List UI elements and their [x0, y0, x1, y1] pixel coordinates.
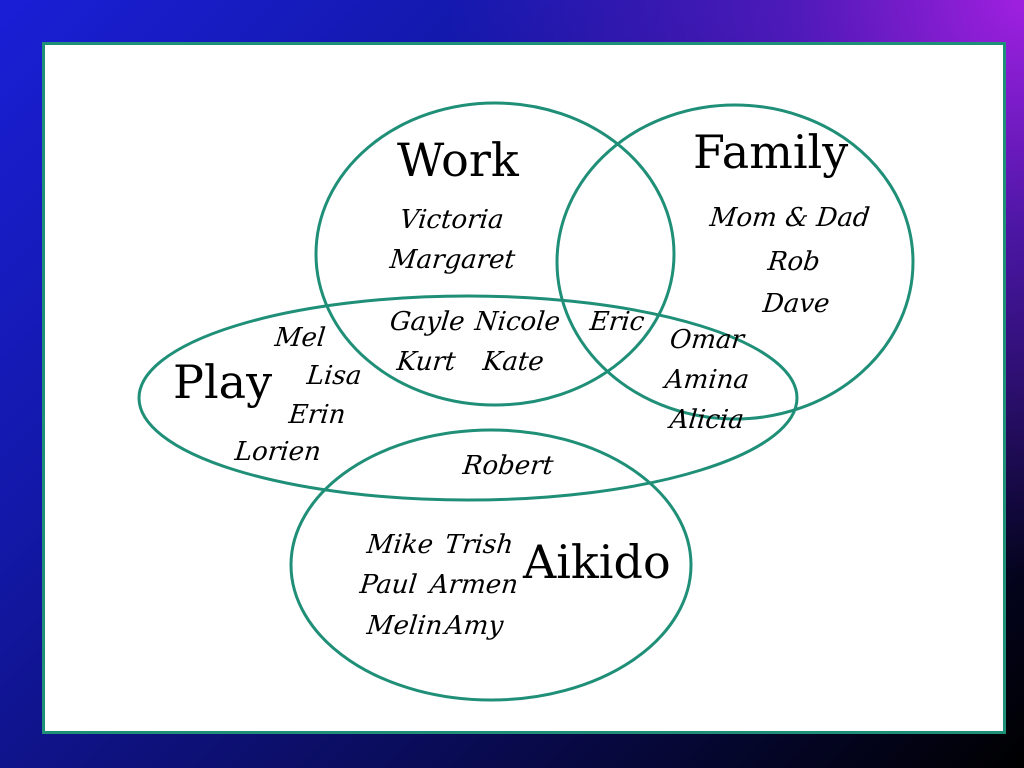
name-mel: Mel: [273, 323, 327, 353]
name-lorien: Lorien: [233, 437, 323, 467]
name-amina: Amina: [663, 365, 751, 395]
name-dave: Dave: [761, 289, 831, 319]
name-erin: Erin: [287, 400, 348, 430]
work-circle: [314, 101, 676, 407]
play-label: Play: [173, 355, 273, 409]
name-alicia: Alicia: [668, 405, 746, 435]
aikido-circle: [289, 428, 693, 702]
slide-frame: Work Family Play Aikido Victoria Margare…: [42, 42, 1006, 734]
name-trish: Trish: [443, 530, 515, 560]
name-melin: Melin: [365, 611, 444, 641]
work-label: Work: [397, 133, 519, 187]
family-label: Family: [693, 125, 849, 179]
name-mike: Mike: [365, 530, 435, 560]
name-amy: Amy: [443, 611, 505, 641]
name-margaret: Margaret: [388, 245, 517, 275]
name-victoria: Victoria: [398, 205, 506, 235]
name-armen: Armen: [428, 570, 520, 600]
aikido-label: Aikido: [523, 535, 671, 589]
play-ellipse: [137, 294, 799, 502]
name-eric: Eric: [588, 307, 646, 337]
name-robert: Robert: [461, 451, 555, 481]
name-kurt: Kurt: [395, 347, 458, 377]
venn-diagram: [137, 101, 915, 702]
name-lisa: Lisa: [305, 361, 364, 391]
name-mom-and-dad: Mom & Dad: [708, 203, 872, 233]
name-rob: Rob: [766, 247, 822, 277]
name-kate: Kate: [481, 347, 546, 377]
name-nicole: Nicole: [473, 307, 562, 337]
name-omar: Omar: [668, 325, 746, 355]
family-circle: [555, 103, 915, 421]
name-paul: Paul: [358, 570, 419, 600]
name-gayle: Gayle: [388, 307, 467, 337]
